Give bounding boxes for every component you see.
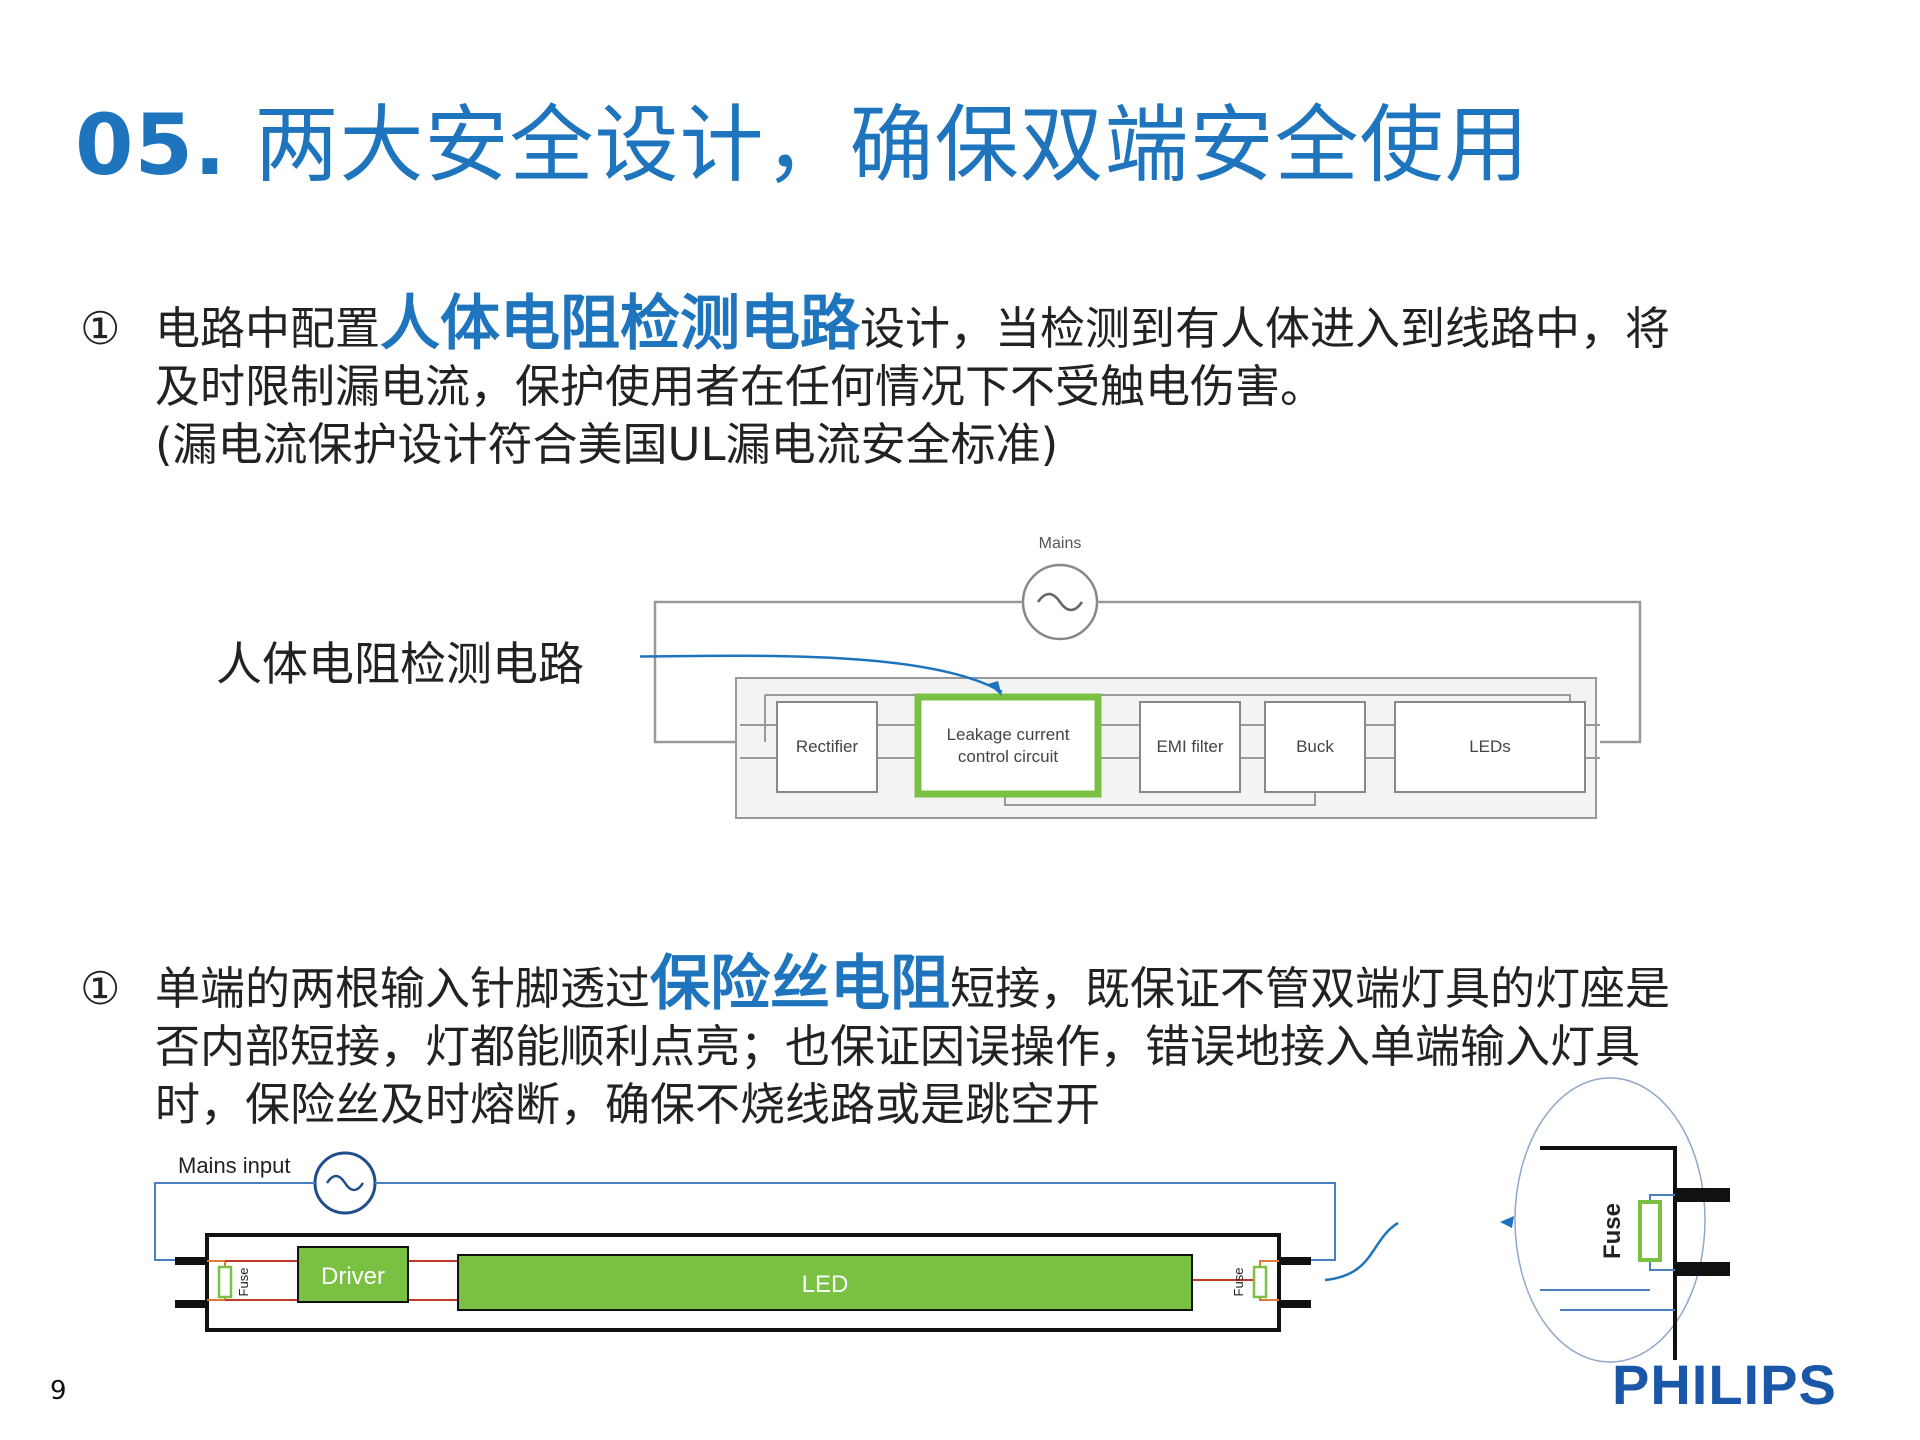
emi-filter-block (1139, 701, 1241, 793)
s1-line1-post: 设计，当检测到有人体进入到线路中，将 (860, 302, 1671, 355)
s2-line3: 时，保险丝及时熔断，确保不烧线路或是跳空开 (155, 1078, 1101, 1131)
pin-right-bottom (1279, 1300, 1311, 1308)
philips-logo: PHILIPS (1612, 1353, 1837, 1416)
leakage-current-block (914, 693, 1102, 798)
mains-wire-left (154, 1182, 315, 1261)
led-block (457, 1254, 1193, 1311)
zoom-fuse-label: Fuse (1599, 1203, 1626, 1259)
title-number: 05. (75, 96, 227, 194)
zoom-pin-bottom (1675, 1262, 1730, 1276)
circled-one-marker-2: ① (80, 962, 121, 1015)
block-connectors (740, 724, 1600, 759)
fuse-right (1252, 1265, 1268, 1299)
zoom-tube-end (1540, 1146, 1677, 1360)
title-text: 两大安全设计，确保双端安全使用 (254, 96, 1530, 194)
wire-left (653, 600, 1023, 744)
fuse-left-label: Fuse (236, 1268, 251, 1297)
driver-label: Driver (321, 1263, 385, 1290)
s2-line1-pre: 单端的两根输入针脚透过 (155, 962, 651, 1015)
zoom-arrowhead (1500, 1216, 1514, 1228)
zoom-feed-wires (1540, 1289, 1675, 1311)
pin-right-top (1279, 1257, 1311, 1265)
s1-highlight: 人体电阻检测电路 (380, 289, 861, 359)
sine-wave-icon (1036, 592, 1084, 612)
wire-right (1097, 600, 1642, 744)
s1-line3: (漏电流保护设计符合美国UL漏电流安全标准) (155, 418, 1059, 471)
fuse-right-label: Fuse (1231, 1268, 1246, 1297)
pin-left-top (175, 1257, 207, 1265)
diagram1-callout-label: 人体电阻检测电路 (216, 637, 584, 691)
buck-block (1264, 701, 1366, 793)
diagram1-mains-label: Mains (1039, 535, 1082, 552)
led-label: LED (802, 1271, 849, 1298)
rectifier-block (776, 701, 878, 793)
zoom-pin-top (1675, 1188, 1730, 1202)
driver-block (297, 1246, 409, 1303)
page-number: 9 (50, 1376, 67, 1406)
fuse-tube-diagram: Mains input Fuse Fuse Driver LED (154, 1151, 1399, 1332)
rectifier-label: Rectifier (796, 737, 859, 756)
leakage-label-line1: Leakage current (947, 725, 1070, 744)
mains-wire-right (375, 1182, 1336, 1261)
fuse-zoom-detail: Fuse (1500, 1077, 1730, 1363)
callout-arrow (640, 654, 1003, 694)
leds-label: LEDs (1469, 737, 1511, 756)
s1-line2: 及时限制漏电流，保护使用者在任何情况下不受触电伤害。 (155, 360, 1326, 413)
circled-one-marker: ① (80, 302, 121, 355)
s1-line1-pre: 电路中配置 (155, 302, 381, 355)
pin-left-bottom (175, 1300, 207, 1308)
mains-sine-icon (325, 1174, 365, 1192)
mains-input-label: Mains input (178, 1153, 291, 1178)
leakage-label-line2: control circuit (958, 747, 1058, 766)
fuse-left (217, 1265, 233, 1299)
s2-highlight: 保险丝电阻 (650, 949, 951, 1019)
s2-line2: 否内部短接，灯都能顺利点亮；也保证因误操作，错误地接入单端输入灯具 (155, 1020, 1641, 1073)
driver-wires (225, 1260, 1260, 1301)
zoom-arrow (1324, 1221, 1399, 1282)
callout-arrowhead (988, 681, 1002, 696)
buck-label: Buck (1296, 737, 1334, 756)
emi-filter-label: EMI filter (1156, 737, 1223, 756)
leds-block (1394, 701, 1586, 793)
s2-line1-post: 短接，既保证不管双端灯具的灯座是 (950, 962, 1671, 1015)
leakage-circuit-diagram: Mains Rectifier Leakage current control … (640, 535, 1642, 819)
page-title: 05. 两大安全设计，确保双端安全使用 (75, 78, 1530, 199)
zoom-fuse (1638, 1200, 1662, 1262)
